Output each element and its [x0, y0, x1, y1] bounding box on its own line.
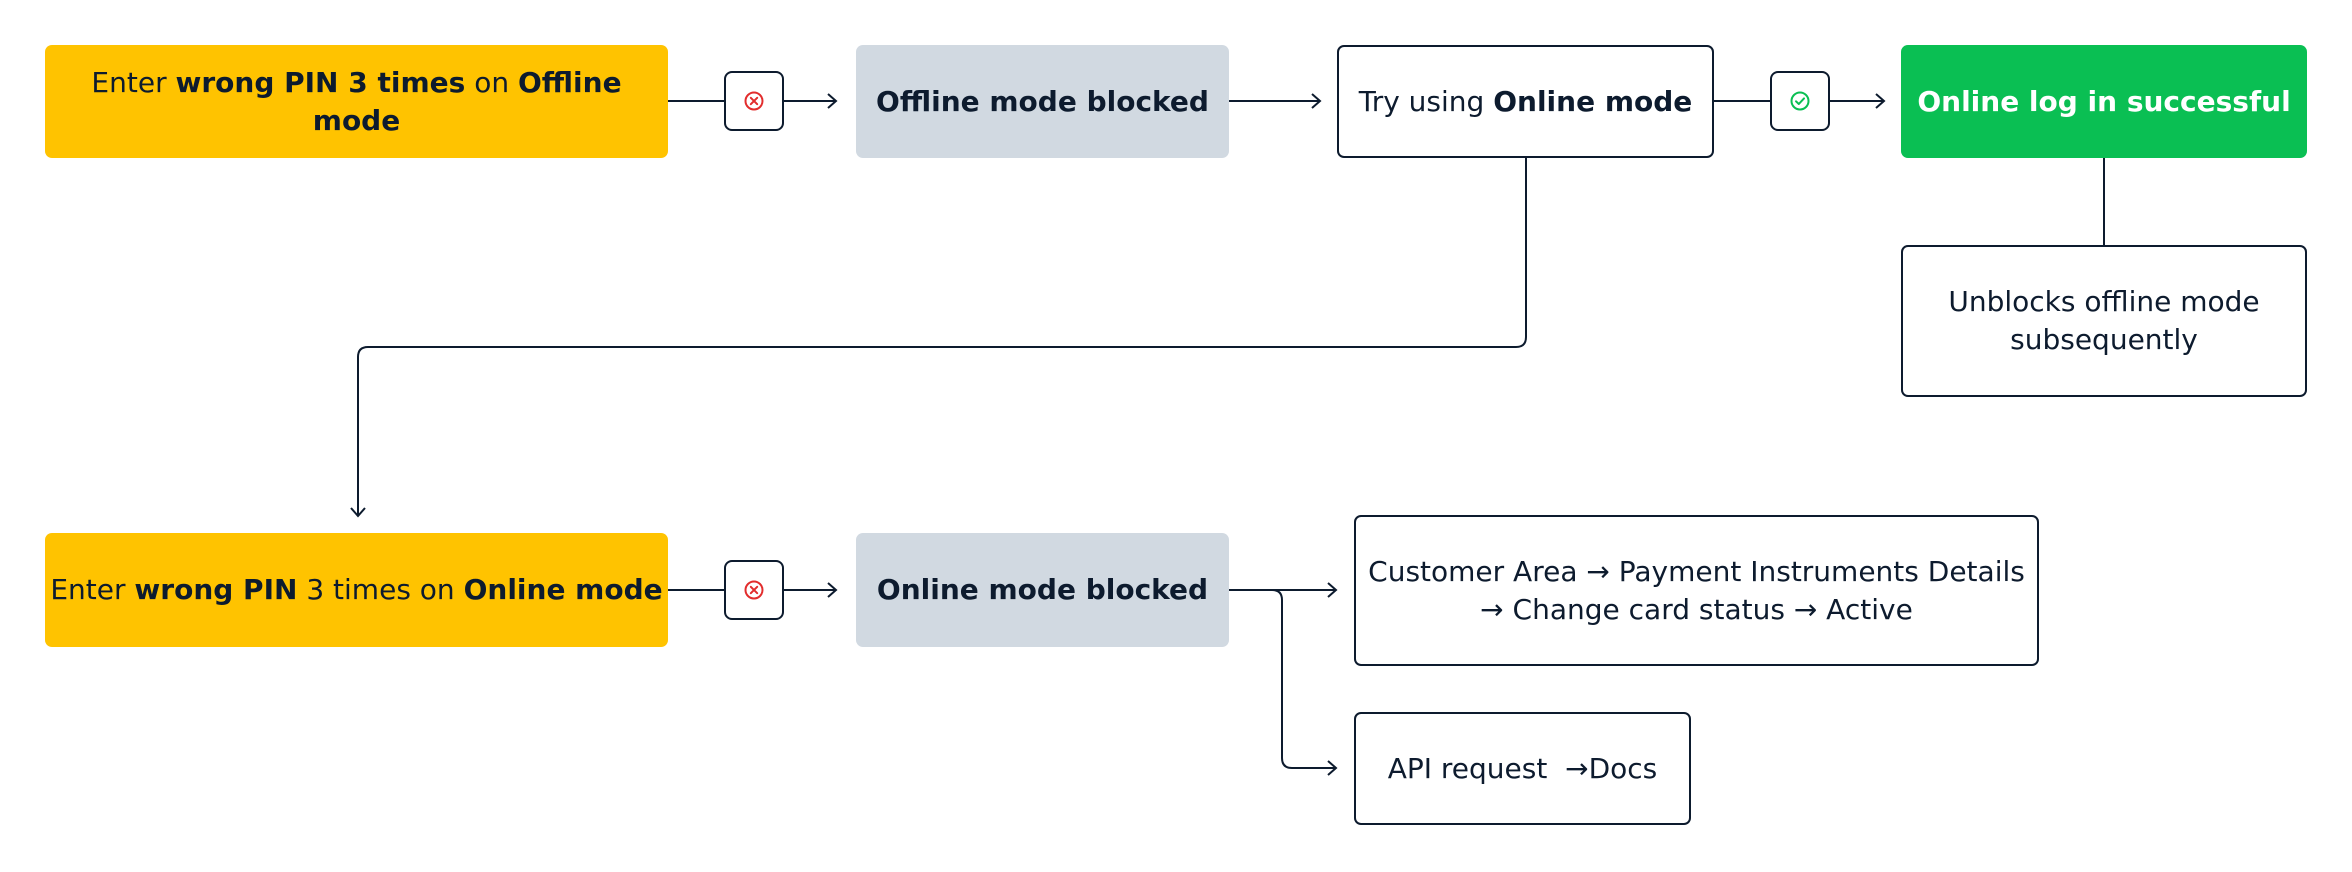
error-x-circle-icon: [744, 91, 764, 111]
online-login-successful-box: Online log in successful: [1901, 45, 2307, 158]
connector-arrow: [1271, 589, 1338, 776]
customer-area-path-text: Customer Area → Payment Instruments Deta…: [1368, 554, 2025, 626]
customer-area-path-box: Customer Area → Payment Instruments Deta…: [1354, 515, 2039, 666]
online-mode-blocked-text: Online mode blocked: [876, 573, 1209, 606]
online-pin-attempt-box: Enter wrong PIN 3 times on Online mode: [45, 533, 668, 647]
offline-pin-attempt-box: Enter wrong PIN 3 times on Offline mode: [45, 45, 668, 158]
connector-arrow: [350, 158, 1527, 518]
error-x-circle-icon: [744, 580, 764, 600]
error-badge: [724, 71, 784, 131]
online-pin-attempt-text: Enter wrong PIN 3 times on Online mode: [50, 573, 663, 606]
error-badge: [724, 560, 784, 620]
offline-mode-blocked-text: Offline mode blocked: [876, 84, 1209, 118]
connector-arrow: [1830, 93, 1886, 109]
api-request-text: API request →Docs: [1387, 751, 1658, 785]
connector-arrow: [1229, 93, 1322, 109]
connector-arrow: [1229, 582, 1338, 598]
try-online-mode-text: Try using Online mode: [1358, 84, 1693, 118]
success-badge: [1770, 71, 1830, 131]
connector-arrow: [784, 93, 838, 109]
connector-arrow: [784, 582, 838, 598]
try-online-mode-box: Try using Online mode: [1337, 45, 1714, 158]
offline-pin-attempt-text: Enter wrong PIN 3 times on Offline mode: [91, 65, 622, 137]
api-request-box: API request →Docs: [1354, 712, 1691, 825]
online-login-successful-text: Online log in successful: [1917, 84, 2291, 118]
check-circle-icon: [1790, 91, 1810, 111]
offline-mode-blocked-box: Offline mode blocked: [856, 45, 1229, 158]
online-mode-blocked-box: Online mode blocked: [856, 533, 1229, 647]
